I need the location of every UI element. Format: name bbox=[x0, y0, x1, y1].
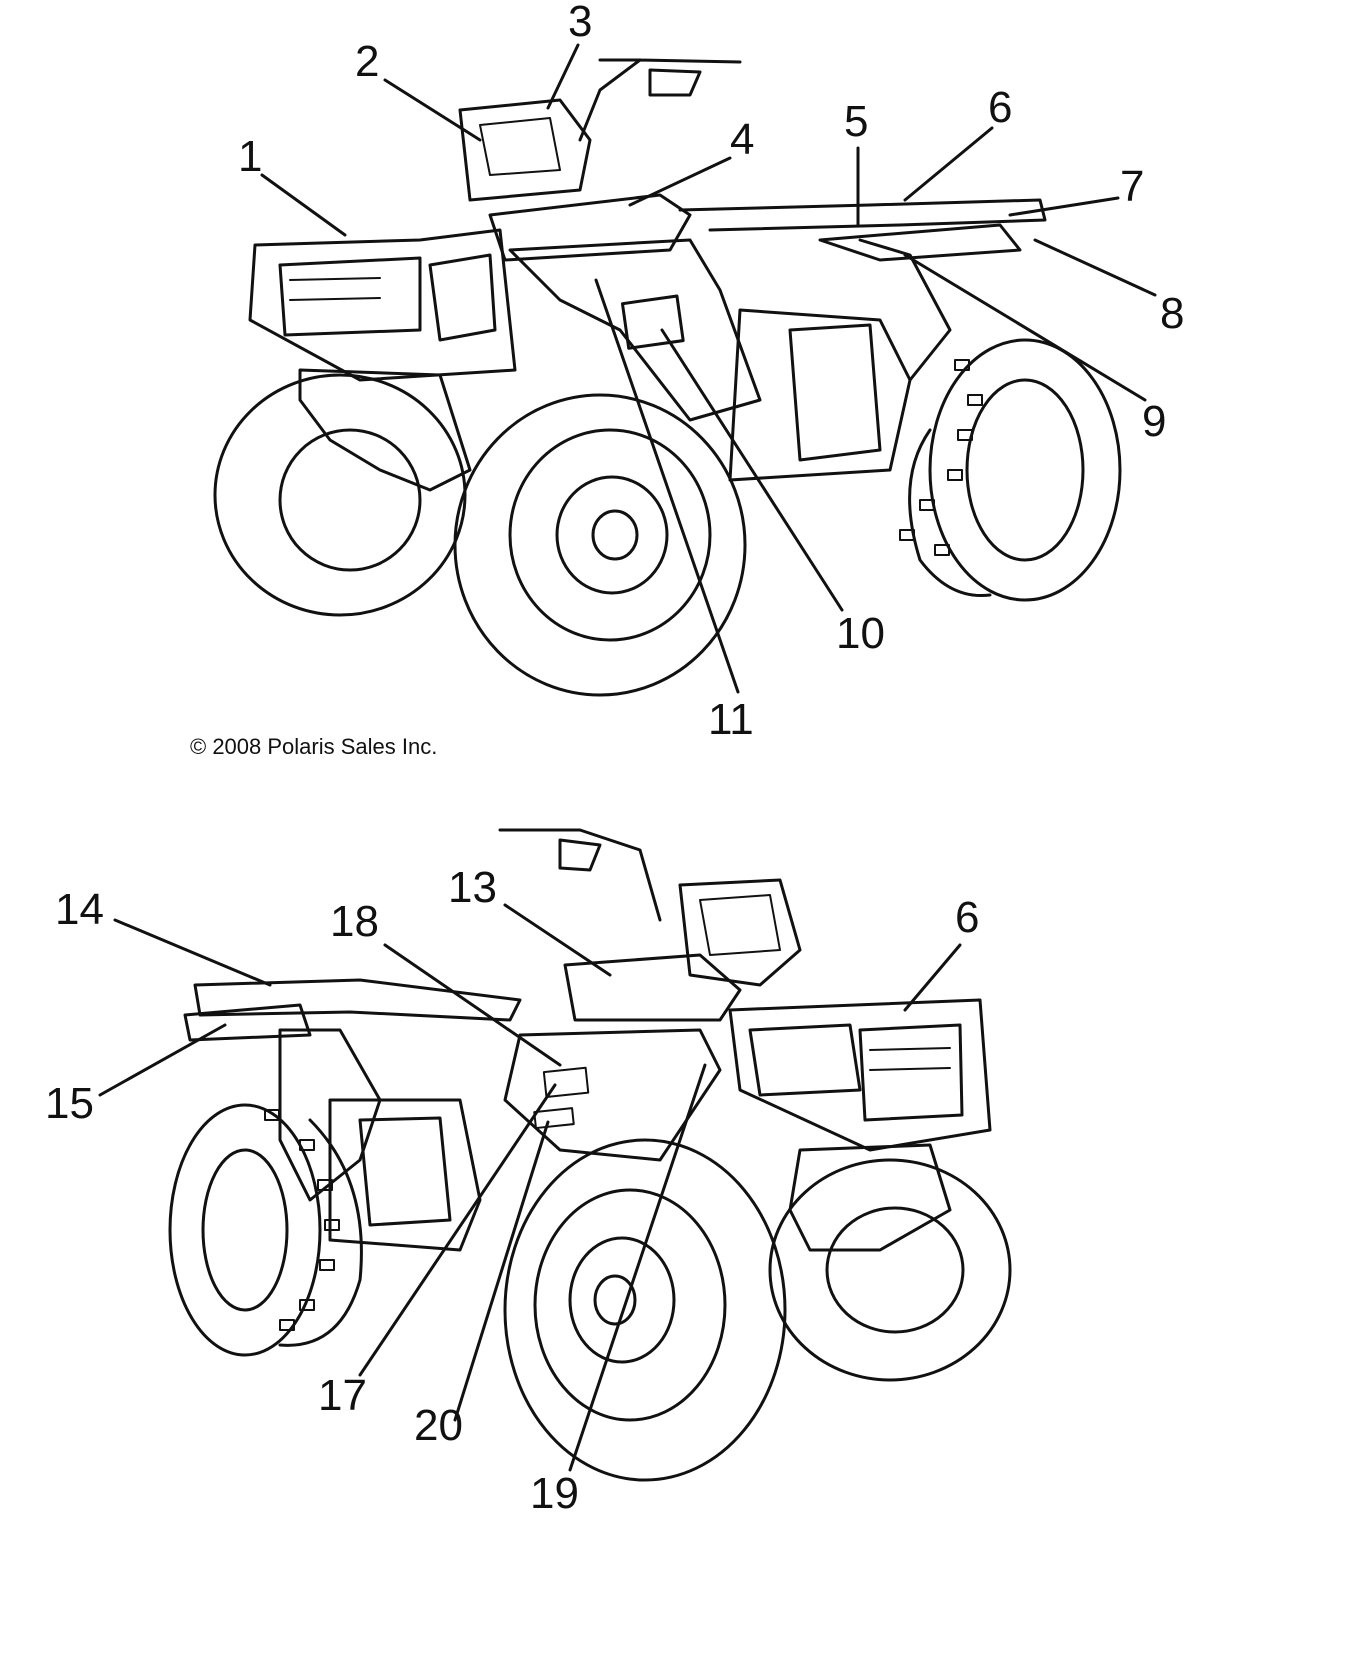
atv-front-left-view bbox=[213, 58, 1122, 697]
left-rear-tire-top bbox=[213, 373, 467, 617]
leader-lines-bottom bbox=[98, 903, 962, 1472]
atv-rear-right-view bbox=[168, 828, 1012, 1482]
callout-5: 5 bbox=[844, 97, 869, 146]
callout-2: 2 bbox=[355, 37, 380, 86]
callout-18: 18 bbox=[330, 897, 379, 946]
rear-tire-top bbox=[899, 338, 1122, 602]
callout-7: 7 bbox=[1120, 162, 1145, 211]
callout-6-top: 6 bbox=[988, 83, 1013, 132]
callout-8: 8 bbox=[1160, 289, 1185, 338]
callout-19: 19 bbox=[530, 1469, 579, 1518]
callout-13: 13 bbox=[448, 863, 497, 912]
callout-20: 20 bbox=[414, 1401, 463, 1450]
callout-15: 15 bbox=[45, 1079, 94, 1128]
front-tire-top bbox=[453, 393, 747, 697]
callout-3: 3 bbox=[568, 0, 593, 46]
body-bottom bbox=[183, 828, 992, 1252]
callout-11: 11 bbox=[708, 695, 754, 744]
callout-17: 17 bbox=[318, 1371, 367, 1420]
front-tire-bottom bbox=[503, 1138, 787, 1482]
callout-1: 1 bbox=[238, 132, 263, 181]
rear-tire-bottom bbox=[168, 1103, 363, 1357]
callout-4: 4 bbox=[730, 115, 755, 164]
leader-lines-top bbox=[260, 43, 1157, 694]
copyright-notice: © 2008 Polaris Sales Inc. bbox=[190, 734, 438, 759]
callout-6-bottom: 6 bbox=[955, 893, 980, 942]
far-front-tire-bottom bbox=[768, 1158, 1012, 1382]
callout-10: 10 bbox=[836, 609, 885, 658]
callout-14: 14 bbox=[55, 885, 104, 934]
callout-9: 9 bbox=[1142, 397, 1167, 446]
